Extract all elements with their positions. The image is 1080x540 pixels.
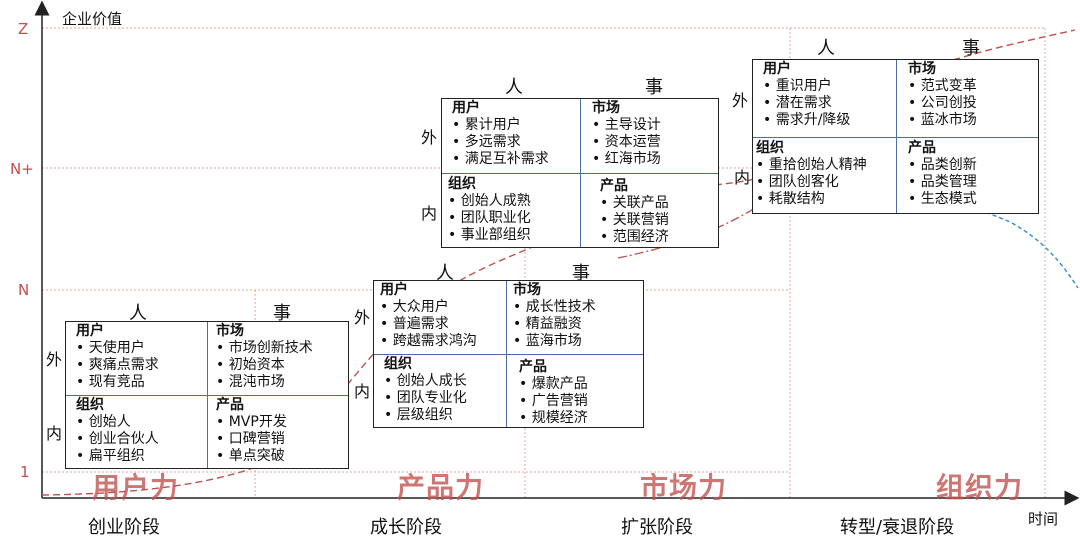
quadrant-market: 市场 主导设计资本运营红海市场 (592, 100, 661, 168)
x-axis-title: 时间 (1028, 510, 1059, 528)
force-label-user: 用户力 (92, 471, 180, 504)
quadrant-market: 市场 市场创新技术初始资本混沌市场 (216, 323, 313, 391)
label-thing: 事 (273, 303, 291, 324)
label-person: 人 (505, 77, 523, 98)
force-label-org: 组织力 (936, 471, 1024, 504)
y-tick-z: Z (18, 20, 29, 38)
quadrant-product: 产品 MVP开发口碑营销单点突破 (216, 397, 287, 465)
quadrant-org: 组织 创始人成长团队专业化层级组织 (384, 356, 467, 424)
label-thing: 事 (645, 77, 663, 98)
y-tick-1: 1 (20, 463, 30, 481)
label-inner: 内 (46, 424, 63, 443)
label-person: 人 (817, 38, 835, 59)
force-label-market: 市场力 (640, 471, 728, 504)
quadrant-users: 用户 累计用户多远需求满足互补需求 (452, 100, 549, 168)
label-outer: 外 (421, 128, 438, 147)
quadrant-users: 用户 重识用户潜在需求需求升/降级 (763, 61, 850, 129)
force-label-product: 产品力 (397, 471, 485, 504)
quadrant-product: 产品 爆款产品广告营销规模经济 (519, 359, 588, 427)
quadrant-users: 用户 天使用户爽痛点需求现有竞品 (76, 323, 159, 391)
label-outer: 外 (354, 308, 371, 327)
y-axis-title: 企业价值 (62, 10, 123, 28)
label-outer: 外 (732, 91, 749, 110)
label-inner: 内 (354, 382, 371, 401)
quadrant-org: 组织 重拾创始人精神团队创客化耗散结构 (756, 140, 867, 208)
startup-stage-box: 用户 天使用户爽痛点需求现有竞品 市场 市场创新技术初始资本混沌市场 组织 创始… (65, 321, 349, 469)
label-inner: 内 (734, 168, 751, 187)
y-tick-n-plus: N+ (10, 160, 34, 178)
stage-label-startup: 创业阶段 (88, 517, 160, 538)
label-thing: 事 (962, 38, 980, 59)
growth-stage-box: 用户 大众用户普遍需求跨越需求鸿沟 市场 成长性技术精益融资蓝海市场 组织 创始… (373, 280, 644, 428)
label-inner: 内 (421, 204, 438, 223)
quadrant-product: 产品 品类创新品类管理生态模式 (908, 140, 977, 208)
stage-label-expansion: 扩张阶段 (621, 517, 693, 538)
stage-label-growth: 成长阶段 (370, 517, 442, 538)
label-thing: 事 (572, 263, 590, 284)
quadrant-users: 用户 大众用户普遍需求跨越需求鸿沟 (380, 282, 477, 350)
quadrant-market: 市场 范式变革公司创投蓝冰市场 (908, 61, 977, 129)
label-outer: 外 (46, 350, 63, 369)
y-tick-n: N (18, 281, 30, 299)
stage-label-transition: 转型/衰退阶段 (840, 517, 955, 538)
expansion-stage-box: 用户 累计用户多远需求满足互补需求 市场 主导设计资本运营红海市场 组织 创始人… (441, 98, 719, 248)
transition-stage-box: 用户 重识用户潜在需求需求升/降级 市场 范式变革公司创投蓝冰市场 组织 重拾创… (752, 59, 1039, 214)
quadrant-product: 产品 关联产品关联营销范围经济 (600, 178, 669, 246)
quadrant-org: 组织 创始人创业合伙人扁平组织 (76, 397, 159, 465)
quadrant-org: 组织 创始人成熟团队职业化事业部组织 (448, 176, 531, 244)
quadrant-market: 市场 成长性技术精益融资蓝海市场 (513, 282, 596, 350)
label-person: 人 (129, 303, 147, 324)
label-person: 人 (436, 263, 454, 284)
